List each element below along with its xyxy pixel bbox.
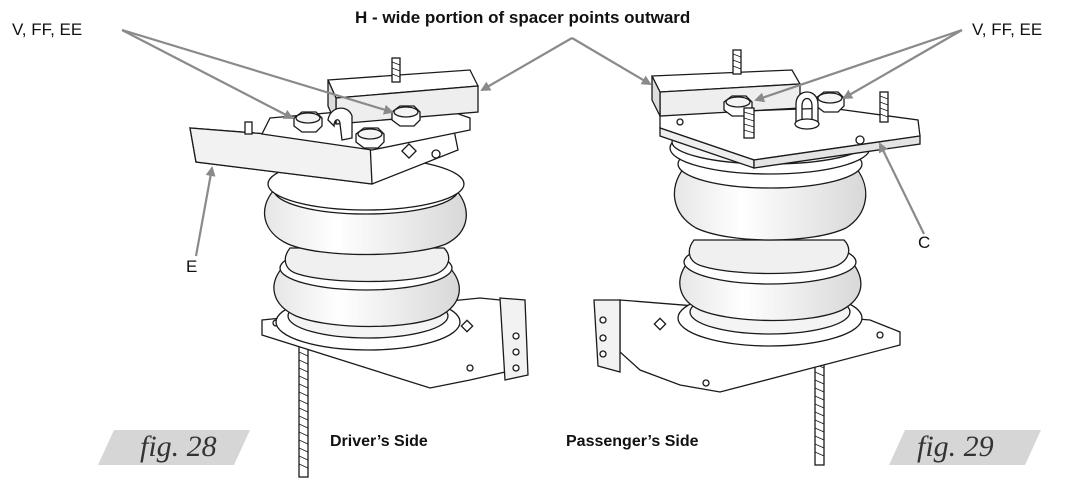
air-fitting-left <box>327 107 353 141</box>
figure-number-left-text: fig. 28 <box>140 430 217 463</box>
driver-side-air-spring <box>189 57 529 478</box>
top-stud-left <box>391 57 401 83</box>
arrow-left-fastener-2 <box>121 28 394 115</box>
arrow-right-fastener-2 <box>842 29 963 99</box>
figure-number-right-text: fig. 29 <box>917 430 994 463</box>
passenger-side-air-spring <box>593 49 921 466</box>
label-fasteners-left: V, FF, EE <box>12 20 83 39</box>
center-stud-right <box>743 107 755 139</box>
threaded-rod-left <box>298 344 309 478</box>
arrow-part-e <box>194 166 216 257</box>
nut-left-2 <box>391 105 421 127</box>
arrow-spacer-right <box>571 37 652 86</box>
arrow-right-fastener-1 <box>754 28 963 103</box>
fig-tab-right-bg <box>889 430 1041 465</box>
figure-number-right: fig. 29 <box>889 421 1041 477</box>
spacer-orientation-heading: H - wide portion of spacer points outwar… <box>355 8 691 27</box>
top-stud-right <box>732 49 742 75</box>
nut-left-3 <box>355 127 385 149</box>
nut-left-1 <box>293 111 323 133</box>
spacer-block-left <box>327 69 480 125</box>
label-part-e: E <box>186 257 198 276</box>
label-part-c: C <box>918 233 931 252</box>
label-fasteners-right: V, FF, EE <box>972 20 1043 39</box>
arrow-spacer-left <box>480 37 573 92</box>
arrow-part-c <box>879 142 925 235</box>
fig-tab-left-bg <box>98 430 250 465</box>
caption-driver-side: Driver’s Side <box>330 433 428 450</box>
callout-arrows <box>121 28 963 257</box>
nut-right-2 <box>815 91 845 113</box>
caption-passenger-side: Passenger’s Side <box>566 433 699 450</box>
arrow-left-fastener-1 <box>121 29 294 119</box>
figure-number-left: fig. 28 <box>98 421 250 477</box>
side-stud-right <box>879 91 889 123</box>
upper-bellow-right <box>673 167 867 241</box>
